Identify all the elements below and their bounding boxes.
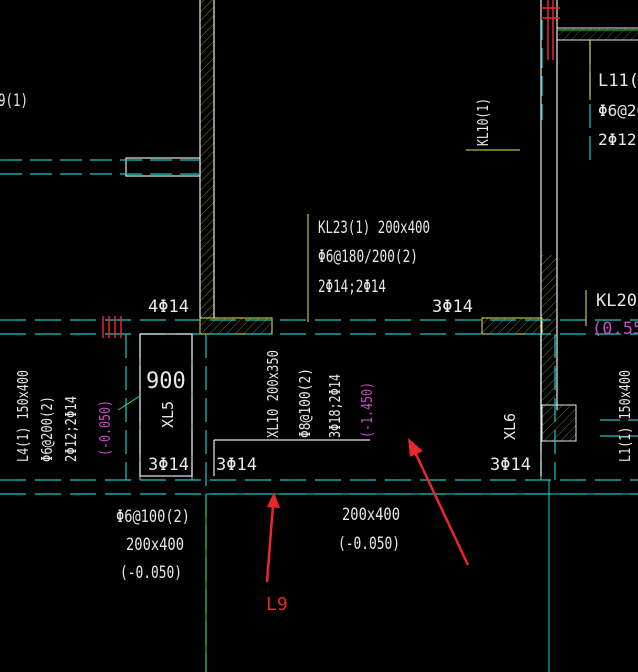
label-xl10-stirrup: Φ8@100(2) [296,368,314,438]
label-l4-stirrup: Φ6@200(2) [38,396,56,462]
label-l4-bars: 2Φ12;2Φ14 [62,396,80,462]
label-kl20-elev: (0.550) [592,319,638,339]
label-kl20-title: KL20( [596,291,638,311]
label-bottom-stirrup: Φ6@100(2) [116,507,190,527]
label-xl5: XL5 [159,401,177,428]
axis-lines [205,29,638,672]
label-kl23-title: KL23(1) 200x400 [318,218,430,238]
wall-top-right-stub [557,27,638,41]
annotation-l9: L9 [266,594,288,615]
leader-lines [117,40,591,411]
label-xl6: XL6 [501,413,519,440]
annotation-arrow-xl10 [408,438,470,566]
wall-left-vertical [199,0,215,318]
label-bottom-size-left: 200x400 [126,535,184,555]
label-dim-900: 900 [146,369,186,394]
annotation-arrow-l9 [265,492,280,583]
label-bottom-size-mid: 200x400 [342,505,400,525]
label-l4-elev: (-0.050) [96,400,114,456]
label-l11-stirrup: Φ6@20 [598,101,638,120]
column-left-upper [125,157,201,177]
label-l1-right: L1(1) 150x400 [616,370,634,462]
label-l11-title: L11(1) [598,71,638,91]
label-kl10: KL10(1) [474,98,492,146]
label-l11-bars: 2Φ12; [598,130,638,149]
inner-beam-outlines [139,333,542,477]
label-bot-rebar-3: 3Φ14 [490,455,531,475]
label-top-mid-rebar: 3Φ14 [432,297,473,317]
label-kl23-stirrup: Φ6@180/200(2) [318,247,418,267]
label-top-left-rebar: 4Φ14 [148,297,189,317]
label-xl10-elev: (-1.450) [358,382,376,438]
label-xl10-bars: 3Φ18;2Φ14 [326,374,344,438]
label-kl23-bars: 2Φ14;2Φ14 [318,277,386,297]
label-l4-title: L4(1) 150x400 [14,370,32,462]
label-bottom-elev-left: (-0.050) [120,563,182,583]
label-bot-rebar-2: 3Φ14 [216,455,257,475]
label-bot-rebar-1: 3Φ14 [148,455,189,475]
label-l9-top-left: 9(1) [0,91,28,111]
column-right [541,404,577,442]
label-bottom-elev-mid: (-0.050) [338,534,400,554]
label-xl10-title: XL10 200x350 [264,350,282,438]
rebar-marks [102,0,560,338]
